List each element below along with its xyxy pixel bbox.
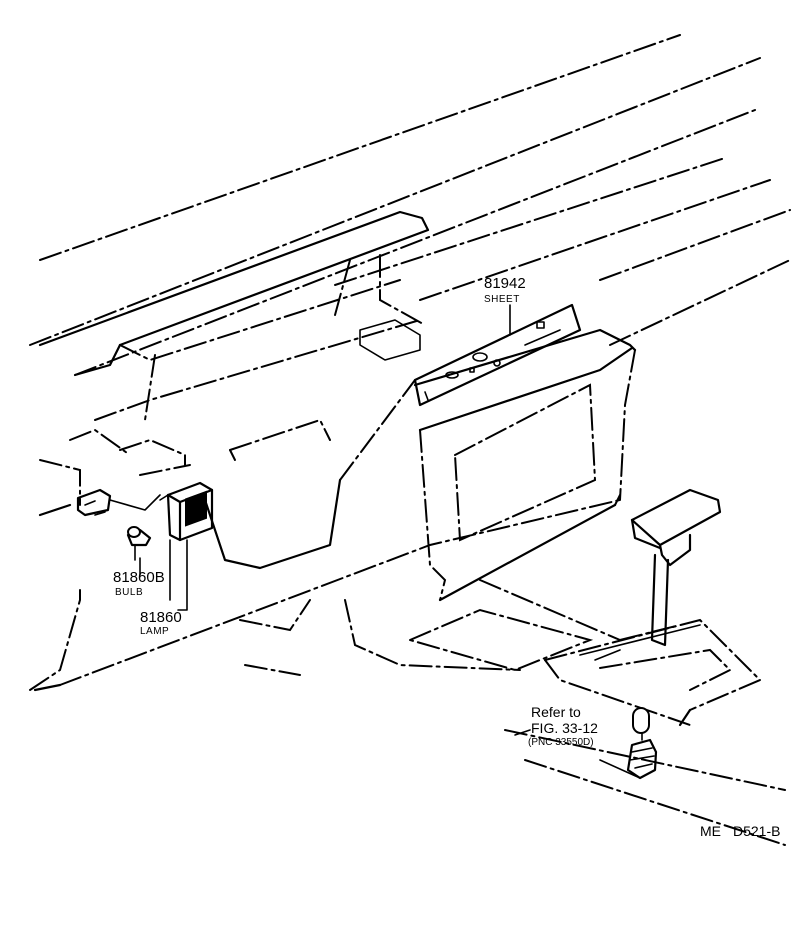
center-console <box>239 346 634 672</box>
reference-line3: (PNC 33550D) <box>528 737 594 748</box>
bulb-part-81860B <box>126 526 152 561</box>
console-lamp-bulb-socket <box>626 707 658 780</box>
shift-lever <box>630 488 722 647</box>
reference-line2: FIG. 33-12 <box>531 720 598 736</box>
windshield-phantom-lines <box>29 34 791 376</box>
lamp-part-81860 <box>76 481 214 542</box>
lamp-part-name: LAMP <box>140 626 169 637</box>
sheet-part-number: 81942 <box>484 275 526 292</box>
dashboard-upper-pad <box>38 210 430 476</box>
sheet-part-name: SHEET <box>484 294 520 305</box>
instrument-panel-body <box>29 328 637 692</box>
reference-line1: Refer to <box>531 704 581 720</box>
drawing-code-prefix: ME <box>700 823 721 839</box>
sheet-part-81942 <box>413 303 582 407</box>
bulb-part-name: BULB <box>115 587 143 598</box>
shift-console <box>244 618 786 846</box>
bulb-part-number: 81860B <box>113 569 165 586</box>
leader-lines <box>139 539 641 779</box>
lamp-part-number: 81860 <box>140 609 182 626</box>
drawing-code: D521-B <box>733 823 780 839</box>
